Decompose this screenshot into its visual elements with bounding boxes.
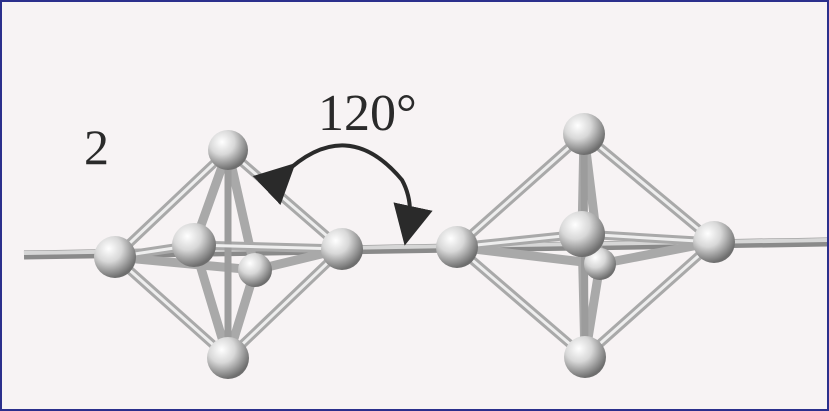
atom-left-inner xyxy=(321,228,363,270)
angle-label: 120° xyxy=(318,85,417,142)
atom-left-top xyxy=(208,130,248,170)
atom-right-front xyxy=(559,211,605,257)
panel-number: 2 xyxy=(84,119,109,175)
atom-left-back xyxy=(238,253,272,287)
atom-left-outer xyxy=(94,236,136,278)
atom-right-back xyxy=(584,248,616,280)
atom-left-bottom xyxy=(207,337,249,379)
atom-right-bottom xyxy=(564,336,606,378)
right-octahedron-atoms xyxy=(436,113,735,378)
left-octahedron-atoms xyxy=(94,130,363,379)
left-octahedron-bonds xyxy=(110,145,347,363)
atom-left-front xyxy=(172,223,216,267)
atom-right-outer xyxy=(693,221,735,263)
atom-right-top xyxy=(563,113,605,155)
atom-right-inner xyxy=(436,226,478,268)
angle-arrow xyxy=(252,143,433,246)
